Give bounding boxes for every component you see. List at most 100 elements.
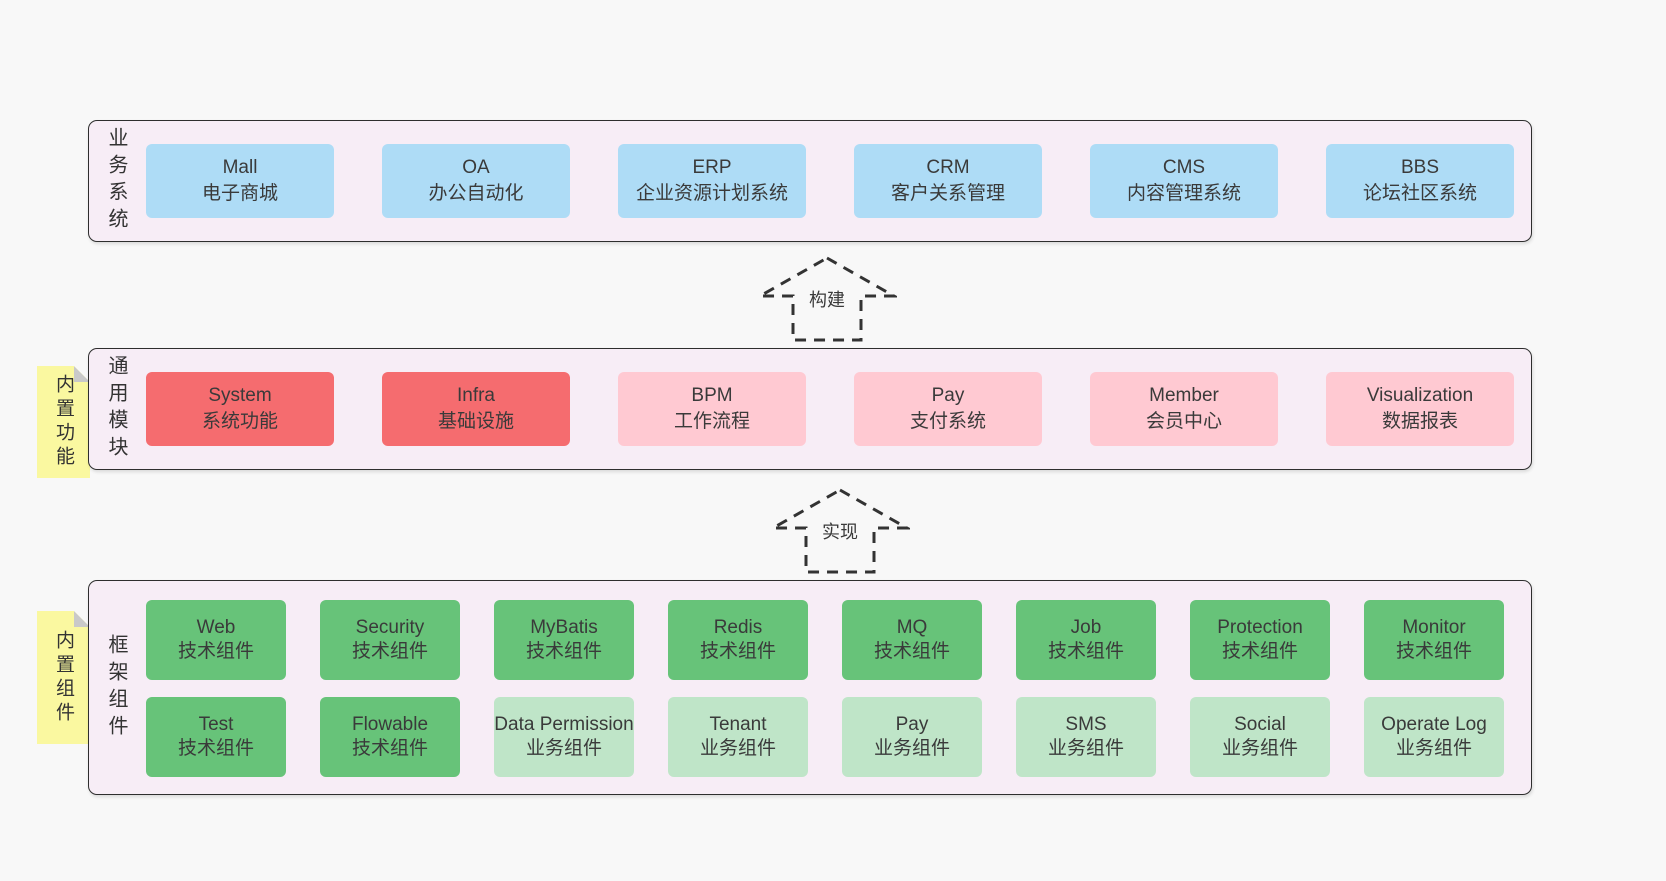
box-visualization: Visualization 数据报表 (1326, 372, 1514, 446)
box-subtitle: 企业资源计划系统 (635, 183, 788, 204)
box-monitor: Monitor 技术组件 (1364, 600, 1504, 680)
box-title: Infra (456, 385, 496, 406)
box-subtitle: 业务组件 (1047, 738, 1124, 759)
box-redis: Redis 技术组件 (668, 600, 808, 680)
box-cms: CMS 内容管理系统 (1090, 144, 1278, 218)
box-security: Security 技术组件 (320, 600, 460, 680)
box-title: Web (196, 617, 236, 638)
box-mybatis: MyBatis 技术组件 (494, 600, 634, 680)
framework-row-2: Test 技术组件 Flowable 技术组件 Data Permission … (146, 697, 1531, 777)
box-subtitle: 技术组件 (351, 641, 428, 662)
box-subtitle: 系统功能 (201, 411, 278, 432)
box-subtitle: 业务组件 (1395, 738, 1472, 759)
box-title: Pay (895, 714, 929, 735)
box-tenant: Tenant 业务组件 (668, 697, 808, 777)
box-title: Pay (931, 385, 965, 406)
box-subtitle: 支付系统 (909, 411, 986, 432)
build-arrow-label: 构建 (806, 286, 848, 312)
box-subtitle: 工作流程 (673, 411, 750, 432)
framework-rows: Web 技术组件 Security 技术组件 MyBatis 技术组件 Redi… (89, 581, 1531, 777)
box-web: Web 技术组件 (146, 600, 286, 680)
dashed-up-arrow-icon (757, 256, 897, 342)
box-mq: MQ 技术组件 (842, 600, 982, 680)
framework-row-1: Web 技术组件 Security 技术组件 MyBatis 技术组件 Redi… (146, 600, 1531, 680)
box-test: Test 技术组件 (146, 697, 286, 777)
box-title: Monitor (1402, 617, 1466, 638)
box-system: System 系统功能 (146, 372, 334, 446)
build-arrow: 构建 (757, 256, 897, 342)
dashed-up-arrow-icon (770, 488, 910, 574)
common-modules-label: 通用模块 (105, 355, 127, 463)
box-member: Member 会员中心 (1090, 372, 1278, 446)
box-title: System (208, 385, 272, 406)
box-title: Data Permission (494, 714, 634, 735)
implement-arrow: 实现 (770, 488, 910, 574)
box-title: Security (355, 617, 425, 638)
box-subtitle: 技术组件 (1221, 641, 1298, 662)
box-title: MQ (896, 617, 928, 638)
box-subtitle: 论坛社区系统 (1362, 183, 1477, 204)
box-erp: ERP 企业资源计划系统 (618, 144, 806, 218)
sticky-note-builtin-features: 内置功能 (37, 366, 90, 478)
box-title: ERP (692, 157, 732, 178)
box-title: Member (1149, 385, 1219, 406)
box-title: Job (1070, 617, 1102, 638)
layer-common-modules: 通用模块 System 系统功能 Infra 基础设施 BPM 工作流程 Pay… (88, 348, 1532, 470)
box-title: Visualization (1366, 385, 1474, 406)
box-title: Redis (713, 617, 763, 638)
box-title: CMS (1162, 157, 1206, 178)
box-title: MyBatis (530, 617, 598, 638)
box-subtitle: 技术组件 (177, 738, 254, 759)
box-bbs: BBS 论坛社区系统 (1326, 144, 1514, 218)
box-title: Test (198, 714, 234, 735)
box-bpm: BPM 工作流程 (618, 372, 806, 446)
box-protection: Protection 技术组件 (1190, 600, 1330, 680)
modules-boxes-row: System 系统功能 Infra 基础设施 BPM 工作流程 Pay 支付系统… (146, 349, 1531, 469)
box-subtitle: 技术组件 (351, 738, 428, 759)
box-crm: CRM 客户关系管理 (854, 144, 1042, 218)
note-text: 内置组件 (53, 629, 74, 726)
box-subtitle: 技术组件 (177, 641, 254, 662)
box-subtitle: 数据报表 (1381, 411, 1458, 432)
business-systems-label: 业务系统 (105, 127, 127, 235)
box-social: Social 业务组件 (1190, 697, 1330, 777)
box-infra: Infra 基础设施 (382, 372, 570, 446)
box-title: Social (1234, 714, 1286, 735)
layer-framework-components: 框架组件 Web 技术组件 Security 技术组件 MyBatis 技术组件… (88, 580, 1532, 795)
box-subtitle: 技术组件 (873, 641, 950, 662)
box-subtitle: 业务组件 (1221, 738, 1298, 759)
box-flowable: Flowable 技术组件 (320, 697, 460, 777)
box-subtitle: 技术组件 (1395, 641, 1472, 662)
box-subtitle: 会员中心 (1145, 411, 1222, 432)
box-mall: Mall 电子商城 (146, 144, 334, 218)
box-title: CRM (926, 157, 970, 178)
box-title: BPM (691, 385, 733, 406)
sticky-note-builtin-components: 内置组件 (37, 611, 90, 744)
box-subtitle: 业务组件 (699, 738, 776, 759)
box-title: Mall (222, 157, 258, 178)
box-subtitle: 业务组件 (873, 738, 950, 759)
box-oa: OA 办公自动化 (382, 144, 570, 218)
framework-components-label: 框架组件 (105, 633, 127, 742)
box-subtitle: 电子商城 (201, 183, 278, 204)
box-pay-component: Pay 业务组件 (842, 697, 982, 777)
note-text: 内置功能 (53, 374, 74, 470)
business-boxes-row: Mall 电子商城 OA 办公自动化 ERP 企业资源计划系统 CRM 客户关系… (146, 121, 1531, 241)
box-title: Operate Log (1381, 714, 1487, 735)
box-subtitle: 客户关系管理 (890, 183, 1005, 204)
box-title: SMS (1065, 714, 1107, 735)
implement-arrow-label: 实现 (819, 518, 861, 544)
box-title: BBS (1400, 157, 1440, 178)
box-title: OA (462, 157, 490, 178)
box-title: Flowable (351, 714, 429, 735)
box-title: Protection (1217, 617, 1303, 638)
box-subtitle: 业务组件 (525, 738, 602, 759)
layer-business-systems: 业务系统 Mall 电子商城 OA 办公自动化 ERP 企业资源计划系统 CRM… (88, 120, 1532, 242)
box-pay-system: Pay 支付系统 (854, 372, 1042, 446)
box-title: Tenant (709, 714, 767, 735)
box-subtitle: 技术组件 (1047, 641, 1124, 662)
box-subtitle: 基础设施 (437, 411, 514, 432)
box-subtitle: 内容管理系统 (1126, 183, 1241, 204)
box-job: Job 技术组件 (1016, 600, 1156, 680)
